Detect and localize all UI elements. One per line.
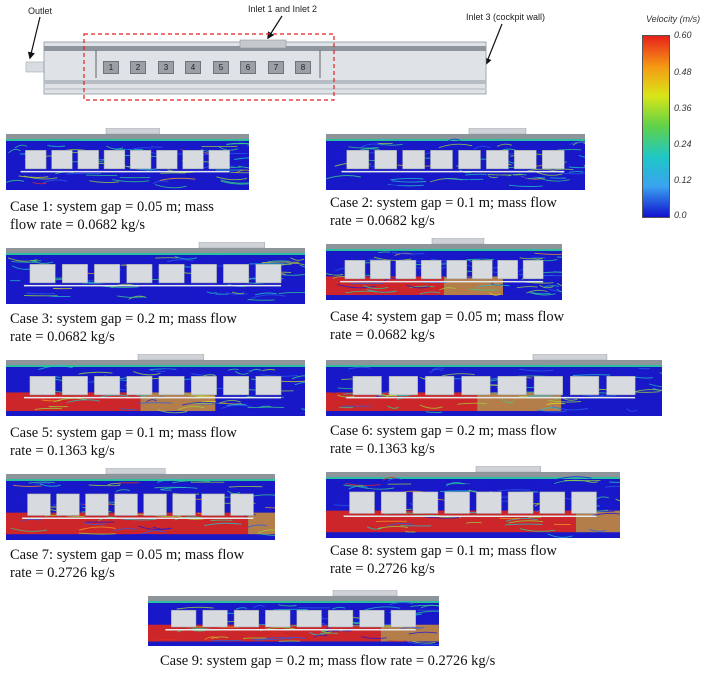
flow-field [326, 466, 620, 538]
legend-tick-000: 0.0 [674, 210, 687, 220]
case-8-flow-image [326, 466, 620, 538]
inlet3-label: Inlet 3 (cockpit wall) [466, 12, 546, 22]
flow-field [148, 590, 439, 646]
case-4-flow-image [326, 238, 562, 300]
flow-field [326, 354, 662, 416]
case-6-caption: Case 6: system gap = 0.2 m; mass flow ra… [330, 423, 557, 457]
case-9-flow-image [148, 590, 439, 646]
case-9-caption: Case 9: system gap = 0.2 m; mass flow ra… [160, 653, 496, 669]
equipment-box-7: 7 [268, 61, 284, 74]
equipment-box-4: 4 [185, 61, 201, 74]
equipment-box-3: 3 [158, 61, 174, 74]
case-8-caption: Case 8: system gap = 0.1 m; mass flow ra… [330, 543, 557, 577]
equipment-box-1: 1 [103, 61, 119, 74]
case-3-caption: Case 3: system gap = 0.2 m; mass flow ra… [10, 311, 237, 345]
case-2-caption: Case 2: system gap = 0.1 m; mass flow ra… [330, 195, 557, 229]
legend-tick-060: 0.60 [674, 30, 692, 40]
flow-field [326, 238, 562, 300]
schematic-drawing [25, 15, 503, 101]
legend-title: Velocity (m/s) [646, 14, 701, 24]
legend-tick-012: 0.12 [674, 175, 692, 185]
legend-tick-048: 0.48 [674, 67, 692, 77]
equipment-box-6: 6 [240, 61, 256, 74]
equipment-box-2: 2 [130, 61, 146, 74]
case-3-flow-image [6, 242, 305, 304]
flow-field [6, 128, 249, 190]
outlet-label: Outlet [28, 6, 53, 16]
case-4-caption: Case 4: system gap = 0.05 m; mass flow r… [330, 309, 565, 343]
case-5-caption: Case 5: system gap = 0.1 m; mass flow ra… [10, 425, 237, 459]
cabin-schematic: Outlet Inlet 1 and Inlet 2 Inlet 3 (cock… [0, 0, 560, 110]
case-2-flow-image [326, 128, 585, 190]
legend-color-bar [642, 35, 670, 218]
flow-field [6, 242, 305, 304]
velocity-legend: Velocity (m/s) 0.60 0.48 0.36 0.24 0.12 … [626, 14, 712, 224]
equipment-box-5: 5 [213, 61, 229, 74]
case-1-flow-image [6, 128, 249, 190]
case-5-flow-image [6, 354, 305, 416]
flow-field [6, 468, 275, 540]
case-1-caption: Case 1: system gap = 0.05 m; mass flow r… [10, 199, 214, 233]
case-7-caption: Case 7: system gap = 0.05 m; mass flow r… [10, 547, 245, 581]
case-7-flow-image [6, 468, 275, 540]
equipment-box-8: 8 [295, 61, 311, 74]
flow-field [326, 128, 585, 190]
inlet12-label: Inlet 1 and Inlet 2 [248, 4, 318, 14]
flow-field [6, 354, 305, 416]
legend-tick-024: 0.24 [674, 139, 692, 149]
legend-tick-036: 0.36 [674, 103, 692, 113]
case-6-flow-image [326, 354, 662, 416]
